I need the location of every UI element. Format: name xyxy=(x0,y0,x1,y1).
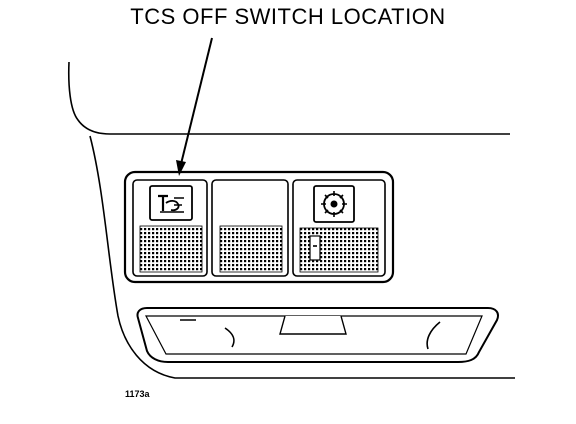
pointer-arrow xyxy=(176,37,213,176)
gear-symbol-icon xyxy=(321,191,347,217)
figure-number: 1173a xyxy=(125,389,150,399)
right-switch[interactable] xyxy=(292,179,386,277)
blank-switch[interactable] xyxy=(211,179,289,277)
tcs-off-switch[interactable] xyxy=(132,179,208,277)
diagram-title: TCS OFF SWITCH LOCATION xyxy=(130,4,446,29)
upper-dash-panel xyxy=(67,61,510,135)
pocket-handle xyxy=(279,315,347,335)
lower-storage-pocket xyxy=(136,307,499,363)
lower-dash-panel xyxy=(89,135,515,379)
tcs-off-symbol-icon xyxy=(158,194,184,213)
